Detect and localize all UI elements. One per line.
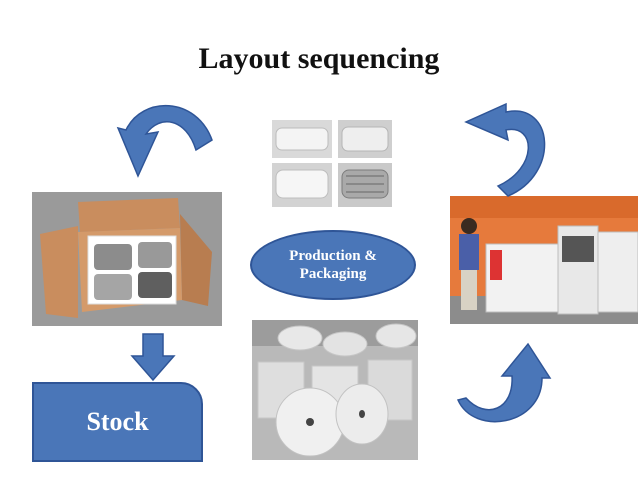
curved-arrow-top-right-icon [464,102,546,197]
curved-arrow-bottom-right-icon [456,342,552,423]
packed-box-photo [32,192,222,326]
production-packaging-node: Production & Packaging [250,230,416,300]
stock-label: Stock [86,407,149,436]
slide-title: Layout sequencing [198,42,440,75]
curved-arrow-top-left-icon [116,105,213,178]
down-arrow-icon [130,333,176,382]
cup-stacks-photo [270,118,392,210]
production-packaging-label: Production & Packaging [289,248,377,282]
paper-rolls-photo [252,320,418,460]
stock-node: Stock [32,382,203,462]
cup-machine-photo [450,196,638,324]
